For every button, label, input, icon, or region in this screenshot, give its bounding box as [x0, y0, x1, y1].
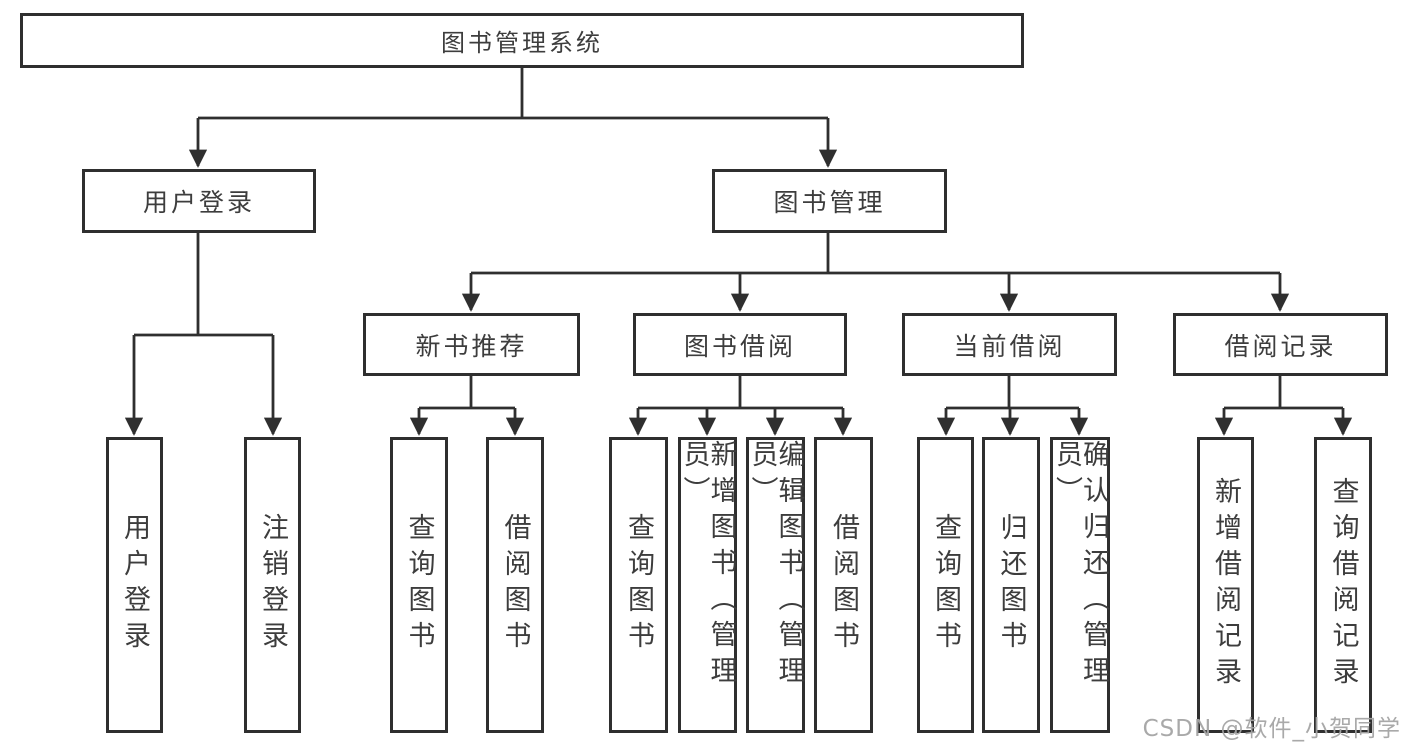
leaf-add-book-admin: 新增图书（管理员） [678, 437, 737, 733]
leaf-user-login: 用户登录 [106, 437, 163, 733]
node-user-login: 用户登录 [82, 169, 316, 233]
leaf-add-borrow-record: 新增借阅记录 [1197, 437, 1254, 733]
leaf-query-borrow-record: 查询借阅记录 [1314, 437, 1372, 733]
leaf-query-books-recommend: 查询图书 [390, 437, 448, 733]
node-current-borrow: 当前借阅 [902, 313, 1117, 376]
node-new-book-recommend: 新书推荐 [363, 313, 580, 376]
leaf-query-books-borrow: 查询图书 [609, 437, 668, 733]
node-root-system: 图书管理系统 [20, 13, 1024, 68]
leaf-query-books-current: 查询图书 [917, 437, 974, 733]
csdn-watermark: CSDN @软件_小贺同学 [1142, 716, 1401, 742]
leaf-borrow-books: 借阅图书 [814, 437, 873, 733]
node-borrow-records: 借阅记录 [1173, 313, 1388, 376]
leaf-return-book: 归还图书 [982, 437, 1040, 733]
leaf-borrow-books-recommend: 借阅图书 [486, 437, 544, 733]
node-book-borrow: 图书借阅 [633, 313, 847, 376]
leaf-edit-book-admin: 编辑图书（管理员） [746, 437, 805, 733]
leaf-logout: 注销登录 [244, 437, 301, 733]
node-book-management: 图书管理 [712, 169, 947, 233]
leaf-confirm-return-admin: 确认归还（管理员） [1050, 437, 1110, 733]
